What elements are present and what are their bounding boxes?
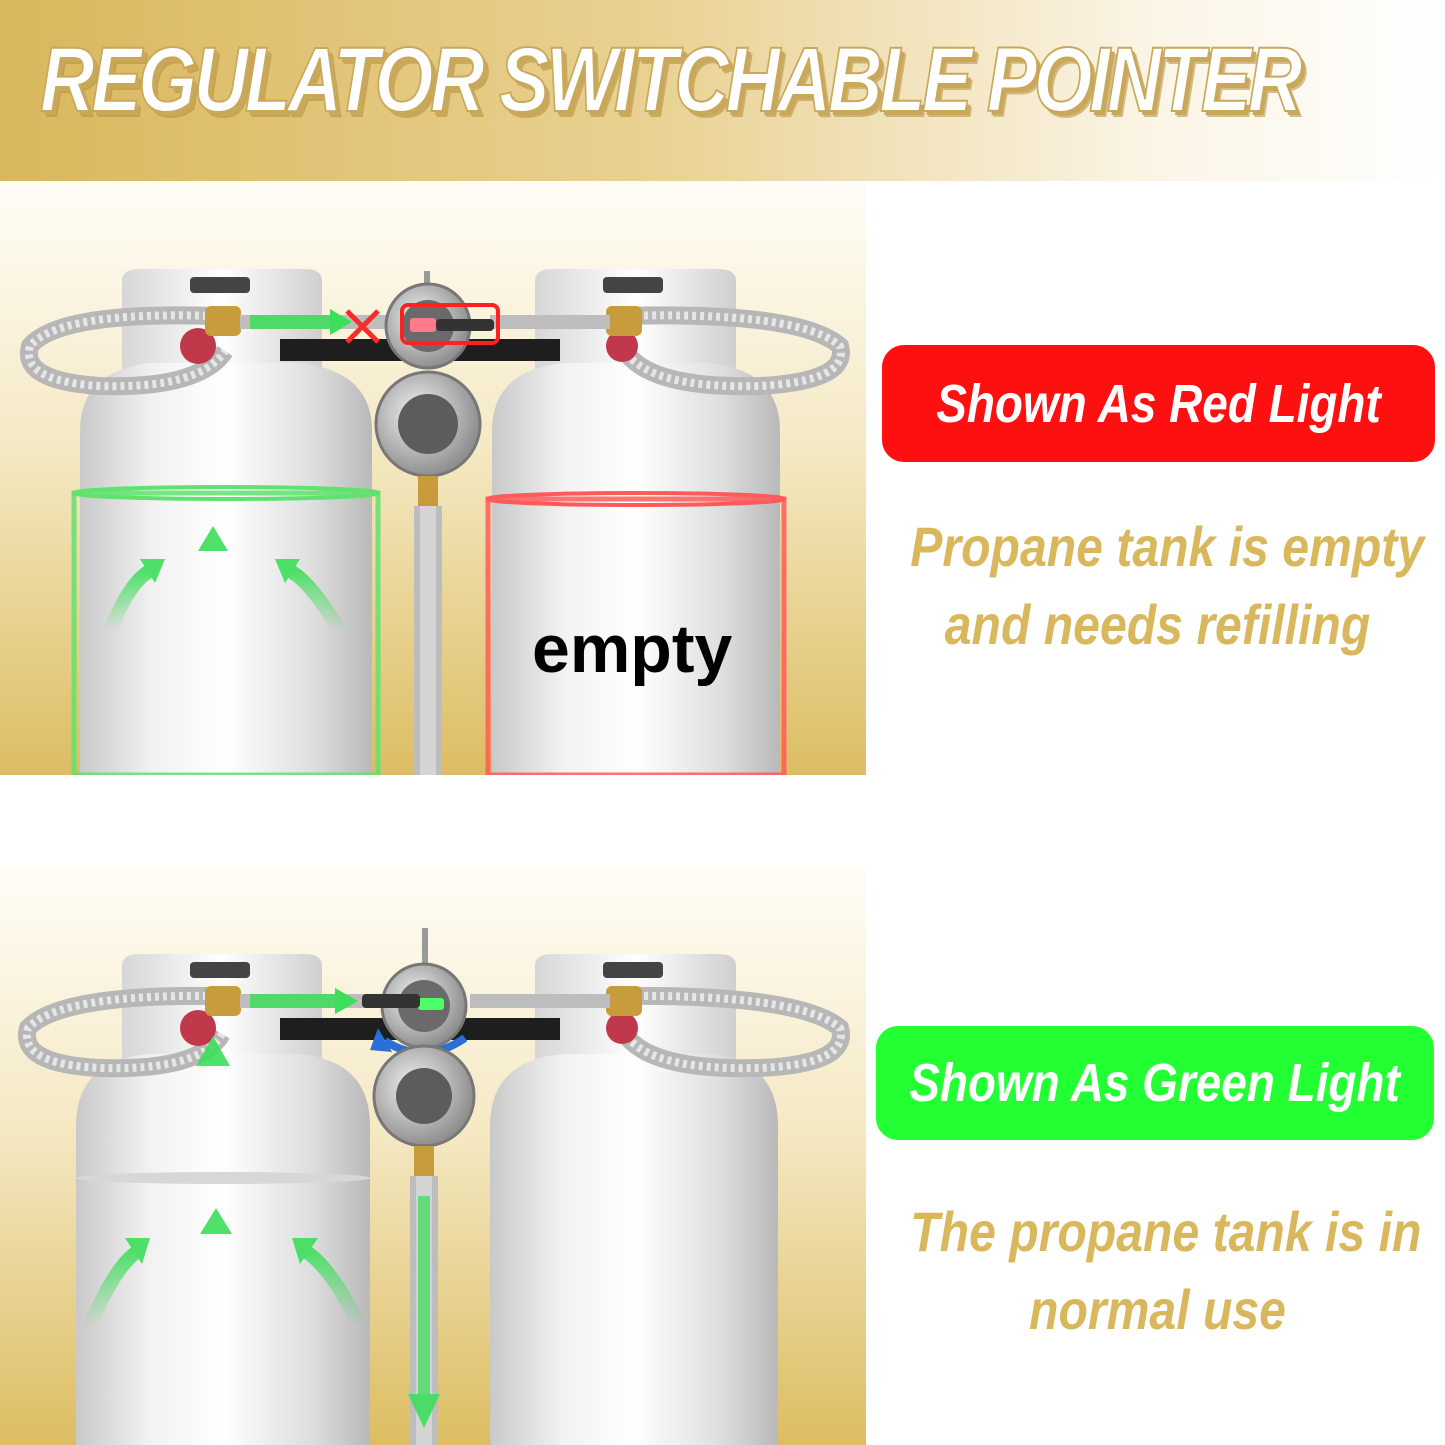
- flow-arrow-icon: [330, 309, 352, 335]
- red-x-icon: [345, 309, 380, 344]
- red-light-badge-text: Shown As Red Light: [936, 373, 1381, 434]
- propane-tank-icon: [485, 269, 787, 775]
- green-light-badge: Shown As Green Light: [876, 1026, 1434, 1140]
- flow-arrow-icon: [335, 988, 358, 1014]
- flow-arrow-icon: [103, 526, 347, 635]
- red-light-badge: Shown As Red Light: [882, 345, 1435, 462]
- green-light-badge-text: Shown As Green Light: [909, 1053, 1401, 1113]
- flow-arrow-icon: [83, 1036, 440, 1428]
- tanks-normal-illustration: [0, 866, 866, 1445]
- regulator-icon: [374, 271, 500, 775]
- normal-description-line-2: normal use: [1029, 1278, 1286, 1341]
- bottom-illustration: [0, 866, 866, 1445]
- empty-description: Propane tank is empty and needs refillin…: [870, 508, 1445, 664]
- page-title: REGULATOR SWITCHABLE POINTER: [39, 28, 1303, 132]
- header-banner: REGULATOR SWITCHABLE POINTER: [0, 0, 1445, 181]
- top-illustration: empty: [0, 181, 866, 775]
- normal-use-description: The propane tank is in normal use: [870, 1193, 1445, 1349]
- normal-description-line-1: The propane tank is in: [910, 1200, 1422, 1263]
- empty-label: empty: [532, 611, 732, 687]
- empty-description-line-2: and needs refilling: [944, 593, 1371, 656]
- tanks-empty-illustration: empty: [0, 181, 866, 775]
- empty-description-line-1: Propane tank is empty: [910, 515, 1425, 578]
